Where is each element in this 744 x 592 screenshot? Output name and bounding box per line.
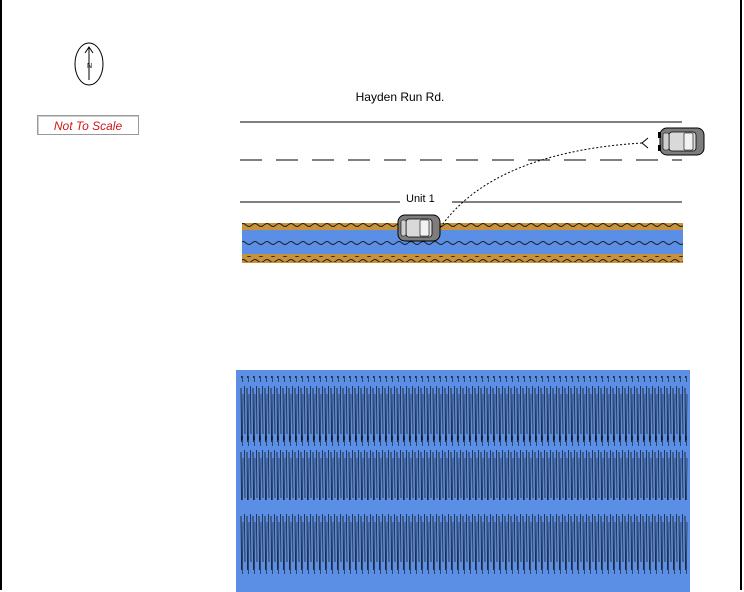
pond-area bbox=[236, 370, 690, 592]
path-arrowhead bbox=[641, 137, 649, 149]
vehicle-path bbox=[439, 142, 643, 229]
not-to-scale-note: Not To Scale bbox=[37, 115, 139, 135]
car-icon bbox=[658, 127, 705, 156]
vehicle-label: Unit 1 bbox=[405, 193, 436, 205]
car-icon-unit-1 bbox=[397, 214, 441, 242]
north-letter: N bbox=[87, 63, 92, 70]
north-arrow-icon: N bbox=[74, 42, 104, 86]
road-name: Hayden Run Rd. bbox=[355, 90, 445, 104]
creek bbox=[242, 222, 683, 263]
